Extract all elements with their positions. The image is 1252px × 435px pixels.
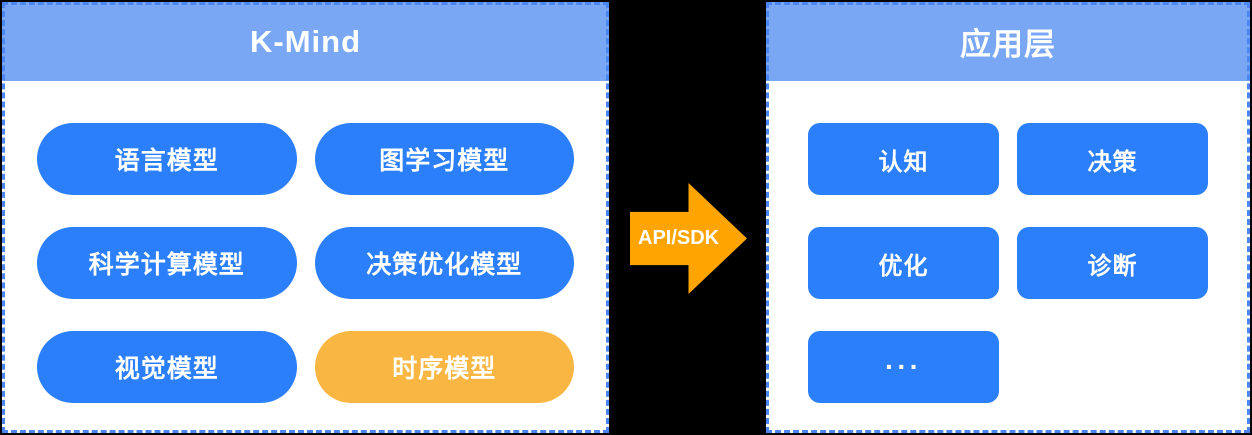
pill-vision-model: 视觉模型 bbox=[37, 331, 297, 403]
kmind-panel: K-Mind 语言模型 图学习模型 科学计算模型 决策优化模型 视觉模型 时序模… bbox=[2, 2, 609, 433]
application-layer-panel: 应用层 认知 决策 优化 诊断 ··· bbox=[766, 2, 1250, 433]
kmind-model-grid: 语言模型 图学习模型 科学计算模型 决策优化模型 视觉模型 时序模型 bbox=[2, 81, 609, 431]
box-decision: 决策 bbox=[1017, 123, 1208, 195]
pill-language-model: 语言模型 bbox=[37, 123, 297, 195]
api-sdk-label: API/SDK bbox=[638, 227, 720, 249]
application-panel-title: 应用层 bbox=[960, 27, 1056, 62]
kmind-panel-header: K-Mind bbox=[2, 2, 609, 81]
api-sdk-connector: API/SDK bbox=[609, 0, 766, 435]
box-cognition: 认知 bbox=[808, 123, 999, 195]
box-optimization: 优化 bbox=[808, 227, 999, 299]
pill-time-series-model: 时序模型 bbox=[314, 331, 574, 403]
pill-decision-optimization-model: 决策优化模型 bbox=[314, 227, 574, 299]
application-panel-header: 应用层 bbox=[766, 2, 1250, 81]
arrow-right-icon: API/SDK bbox=[630, 183, 747, 294]
box-diagnosis: 诊断 bbox=[1017, 227, 1208, 299]
application-grid: 认知 决策 优化 诊断 ··· bbox=[766, 81, 1250, 431]
box-more: ··· bbox=[808, 331, 999, 403]
kmind-panel-title: K-Mind bbox=[249, 23, 362, 59]
pill-scientific-computing-model: 科学计算模型 bbox=[37, 227, 297, 299]
pill-graph-learning-model: 图学习模型 bbox=[314, 123, 574, 195]
